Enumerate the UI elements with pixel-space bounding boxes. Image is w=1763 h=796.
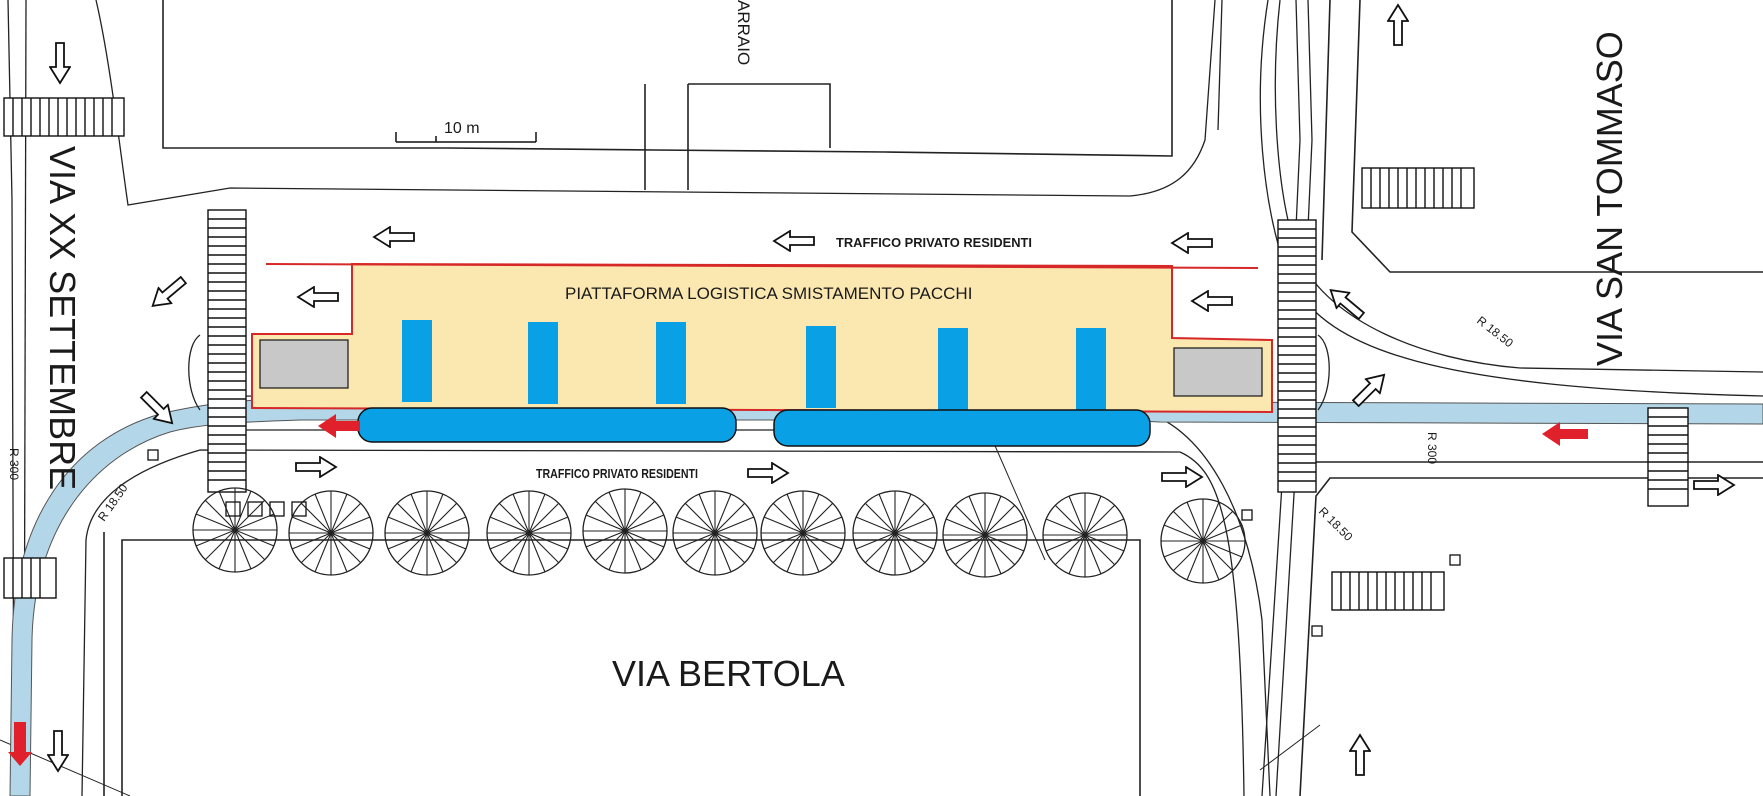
radius-label-r1850-top: R 18.50 xyxy=(1474,313,1516,350)
street-name-bertola: VIA BERTOLA xyxy=(612,653,845,694)
lane-direction-arrows xyxy=(8,414,1588,766)
street-name-partial-top: ARRAIO xyxy=(734,0,753,65)
logistics-platform: PIATTAFORMA LOGISTICA SMISTAMENTO PACCHI xyxy=(251,262,1273,414)
guide-lines xyxy=(0,399,1321,796)
platform-label: PIATTAFORMA LOGISTICA SMISTAMENTO PACCHI xyxy=(565,284,972,303)
street-name-xx-settembre: VIA XX SETTEMBRE xyxy=(42,146,83,490)
tree-row xyxy=(192,487,1246,584)
bollards xyxy=(147,449,1461,637)
parcel-lockers xyxy=(402,320,1106,410)
red-arrow-left-1 xyxy=(318,414,360,438)
crosswalk-stripes xyxy=(12,98,1688,610)
radius-label-r300-left: R 300 xyxy=(7,448,21,480)
radius-label-r1850-right: R 18.50 xyxy=(1316,504,1356,544)
traffic-label-north: TRAFFICO PRIVATO RESIDENTI xyxy=(836,235,1032,250)
street-name-san-tommaso: VIA SAN TOMMASO xyxy=(1589,31,1630,366)
traffic-label-south: TRAFFICO PRIVATO RESIDENTI xyxy=(536,466,698,481)
dedicated-lane xyxy=(9,397,1763,796)
red-arrow-left-2 xyxy=(1542,422,1588,446)
radius-label-r300-right: R 300 xyxy=(1425,432,1439,464)
vehicle-1 xyxy=(357,407,737,443)
scale-bar xyxy=(395,132,537,143)
loading-bay-right xyxy=(1173,347,1263,397)
red-arrow-down xyxy=(8,722,32,766)
vehicles xyxy=(357,407,1151,447)
building-outlines xyxy=(103,0,1763,796)
radius-label-r1850-left: R 18.50 xyxy=(95,481,131,524)
loading-bay-left xyxy=(259,339,349,389)
scale-bar-label: 10 m xyxy=(444,120,480,137)
vehicle-2 xyxy=(773,409,1151,447)
curb-bulbs xyxy=(188,334,1330,411)
